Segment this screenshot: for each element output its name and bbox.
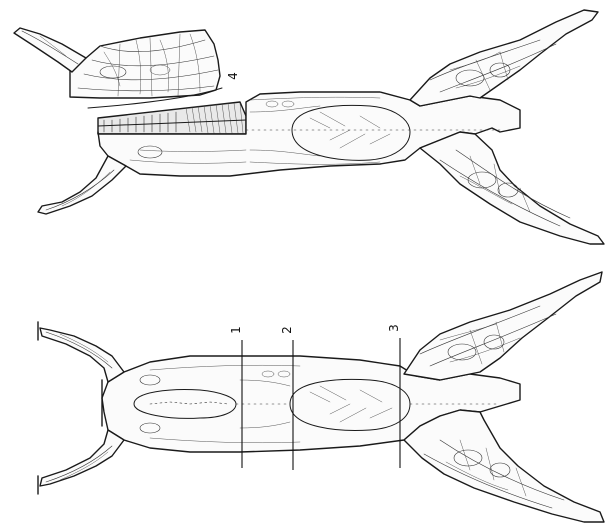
- label-1: 1: [229, 326, 243, 334]
- label-4: 4: [226, 72, 240, 80]
- label-3: 3: [387, 324, 401, 332]
- top-carcass: [14, 10, 604, 244]
- exposed-ribs: [98, 102, 246, 134]
- separated-shoulder: [14, 28, 220, 98]
- label-2: 2: [280, 326, 294, 334]
- bottom-carcass: [38, 272, 604, 522]
